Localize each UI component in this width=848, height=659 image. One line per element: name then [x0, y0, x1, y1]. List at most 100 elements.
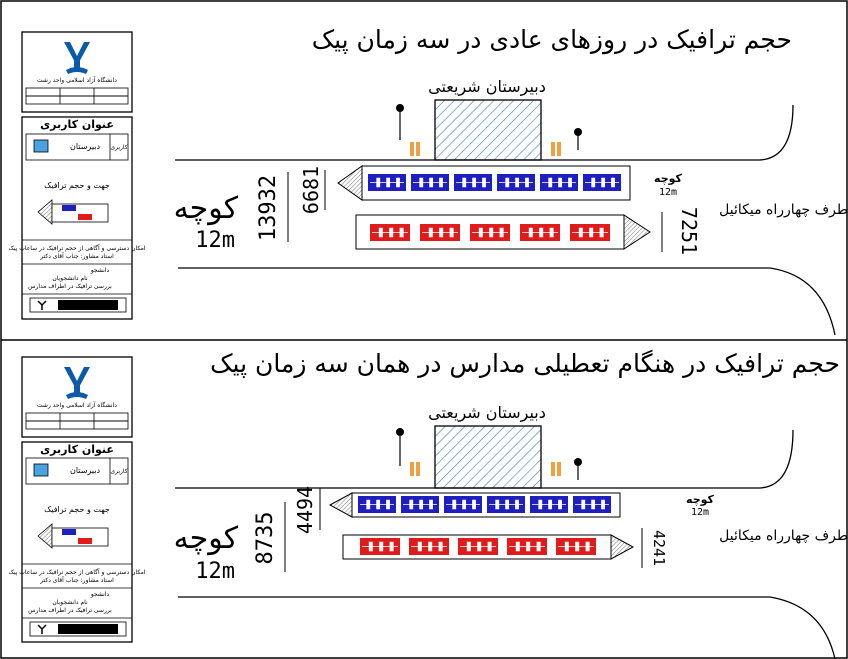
students-value: نام دانشجویان — [52, 275, 88, 282]
car-icon — [360, 538, 400, 555]
car-icon — [573, 496, 611, 513]
car-icon — [487, 496, 525, 513]
car-icon — [454, 174, 492, 191]
westbound-count: 4494 — [293, 486, 317, 534]
school-legend-swatch — [33, 139, 49, 153]
car-icon — [470, 224, 510, 241]
direction-label: طرف چهارراه میکائیل — [719, 528, 848, 544]
eastbound-count: 7251 — [677, 207, 701, 255]
westbound-cars — [358, 496, 611, 513]
students-value: نام دانشجویان — [52, 599, 88, 606]
sidebar-card: دانشگاه آزاد اسلامی واحد رشت عنوان کاربر… — [8, 31, 146, 320]
university-name: دانشگاه آزاد اسلامی واحد رشت — [37, 75, 117, 84]
university-logo-icon — [64, 42, 90, 74]
sheet-stamp — [58, 624, 118, 634]
direction-title: جهت و حجم ترافیک — [44, 505, 110, 514]
car-icon — [368, 174, 406, 191]
car-icon — [570, 224, 610, 241]
eastbound-arrow-head — [610, 534, 635, 560]
sheet-stamp — [58, 300, 118, 310]
alley-name: کوچه — [174, 521, 239, 556]
eastbound-cars — [360, 538, 596, 555]
note-2: استاد مشاور: جناب آقای دکتر — [39, 575, 114, 584]
car-icon — [497, 174, 535, 191]
westbound-count: 6681 — [299, 166, 323, 214]
pedestrian-icon — [410, 142, 420, 156]
car-icon — [370, 224, 410, 241]
car-icon — [401, 496, 439, 513]
tree-icon — [396, 104, 404, 140]
car-icon — [420, 224, 460, 241]
pedestrian-icon — [551, 462, 561, 476]
road-edge-top — [175, 104, 794, 161]
eastbound-arrow-head — [623, 214, 651, 250]
legend-label: دبیرستان — [70, 142, 100, 151]
legend-label: دبیرستان — [70, 466, 100, 475]
panel-school-closing: دانشگاه آزاد اسلامی واحد رشت عنوان کاربر… — [8, 349, 848, 659]
university-name: دانشگاه آزاد اسلامی واحد رشت — [37, 400, 117, 409]
car-icon — [583, 174, 621, 191]
mini-traffic-arrow-icon — [37, 199, 109, 225]
pedestrian-icon — [551, 142, 561, 156]
westbound-cars — [368, 174, 621, 191]
car-icon — [411, 174, 449, 191]
legend-side-label: کاربری — [110, 144, 127, 151]
tree-icon — [574, 128, 582, 150]
info-row-2 — [25, 420, 129, 430]
westbound-arrow-head — [337, 165, 363, 201]
school-building — [434, 425, 542, 489]
tree-icon — [574, 458, 582, 480]
car-icon — [540, 174, 578, 191]
panel-title: حجم ترافیک در روزهای عادی در سه زمان پیک — [312, 25, 792, 55]
side-alley-name: کوچه — [686, 493, 714, 506]
students-label: دانشجو — [90, 267, 110, 274]
alley-width: 12m — [195, 559, 235, 584]
car-icon — [458, 538, 498, 555]
section-title: عنوان کاربری — [40, 443, 114, 456]
side-alley-width: 12m — [691, 507, 709, 518]
school-legend-swatch — [33, 463, 49, 477]
car-icon — [444, 496, 482, 513]
section-title: عنوان کاربری — [40, 118, 114, 131]
sheet-box — [29, 297, 127, 313]
car-icon — [409, 538, 449, 555]
total-count: 13932 — [256, 175, 281, 241]
legend-side-label: کاربری — [110, 468, 127, 475]
legend-box — [25, 457, 129, 485]
school-label: دبیرستان شریعتی — [428, 77, 546, 97]
tree-icon — [396, 428, 404, 466]
sidebar-card: دانشگاه آزاد اسلامی واحد رشت عنوان کاربر… — [8, 356, 146, 643]
side-alley-width: 12m — [659, 187, 677, 198]
panel-normal-days: دانشگاه آزاد اسلامی واحد رشت عنوان کاربر… — [8, 25, 848, 336]
legend-box — [25, 133, 129, 161]
road-edge-bottom — [178, 267, 836, 336]
note-2: استاد مشاور: جناب آقای دکتر — [39, 251, 114, 260]
mini-traffic-arrow-icon — [37, 523, 109, 549]
school-building — [434, 99, 542, 161]
topic-value: بررسی ترافیک در اطراف مدارس — [28, 283, 112, 290]
westbound-arrow-head — [328, 492, 353, 518]
topic-value: بررسی ترافیک در اطراف مدارس — [28, 607, 112, 614]
car-icon — [358, 496, 396, 513]
school-label: دبیرستان شریعتی — [428, 403, 546, 423]
note-1: امکان دسترسی و آگاهی از حجم ترافیک در سا… — [8, 567, 145, 576]
panel-title: حجم ترافیک در هنگام تعطیلی مدارس در همان… — [210, 349, 840, 379]
side-alley-name: کوچه — [654, 172, 682, 185]
info-row-2 — [25, 95, 129, 105]
sheet-box — [29, 621, 127, 637]
direction-title: جهت و حجم ترافیک — [44, 181, 110, 190]
alley-width: 12m — [195, 228, 235, 253]
eastbound-cars — [370, 224, 610, 241]
road-edge-top — [175, 429, 794, 489]
car-icon — [507, 538, 547, 555]
university-logo-icon — [64, 367, 90, 399]
note-1: امکان دسترسی و آگاهی از حجم ترافیک در سا… — [8, 243, 145, 252]
road-edge-bottom — [178, 596, 836, 659]
students-label: دانشجو — [90, 591, 110, 598]
car-icon — [556, 538, 596, 555]
car-icon — [520, 224, 560, 241]
direction-label: طرف چهارراه میکائیل — [719, 202, 848, 218]
